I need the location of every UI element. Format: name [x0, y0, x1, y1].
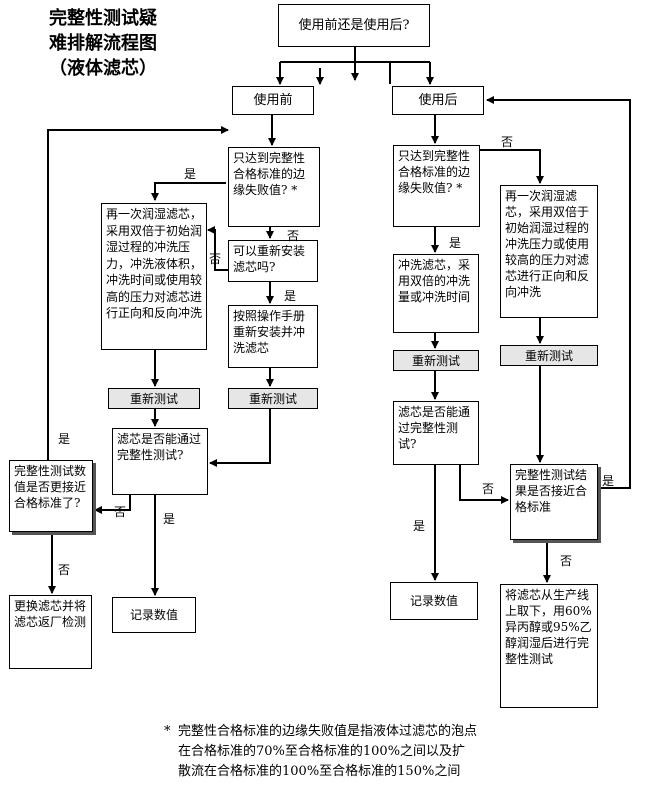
- title-line-1: 完整性测试疑: [49, 8, 157, 29]
- pre-retest-right-box: 重新测试: [228, 388, 318, 409]
- edge-post-q-no: [480, 149, 544, 184]
- pre-replace-box: 更换滤芯并将滤芯返厂检测: [9, 595, 92, 669]
- label-pass-yes: 是: [163, 512, 176, 526]
- label-post-q-no: 否: [501, 135, 514, 149]
- post-flush-box: 冲洗滤芯，采用双倍的冲洗量或冲洗时间: [393, 254, 479, 333]
- pre-margin-question-box: 只达到完整性合格标准的边缘失败值? *: [228, 147, 320, 227]
- post-record-box: 记录数值: [390, 582, 478, 620]
- label-post-close-no: 否: [560, 554, 573, 568]
- footnote-text: 完整性合格标准的边缘失败值是指液体过滤芯的泡点在合格标准的70%至合格标准的10…: [178, 724, 478, 779]
- label-post-close-yes: 是: [602, 474, 615, 488]
- post-pass-question-box: 滤芯是否能通过完整性测试?: [393, 401, 479, 465]
- title-line-3: （液体滤芯）: [49, 58, 157, 79]
- before-use-box: 使用前: [232, 86, 314, 115]
- post-rewet-box: 再一次润湿滤芯，采用双倍于初始润湿过程的冲洗压力或使用较高的压力对滤芯进行正向和…: [500, 185, 598, 318]
- edge-q-yes: [151, 182, 226, 201]
- edge-pass-no: [94, 495, 131, 514]
- label-pass-no: 否: [114, 505, 127, 519]
- edge-close-yes: [486, 96, 631, 489]
- label-pre-q-yes: 是: [184, 167, 197, 181]
- label-post-pass-no: 否: [482, 482, 495, 496]
- post-retest-left-box: 重新测试: [393, 350, 479, 371]
- label-post-q-yes: 是: [449, 236, 462, 250]
- pre-closer-question-box: 完整性测试数值是否更接近合格标准了?: [9, 460, 93, 532]
- post-close-question-box: 完整性测试结果是否接近合格标准: [510, 464, 598, 540]
- post-retest-right-box: 重新测试: [500, 345, 598, 366]
- after-use-box: 使用后: [392, 86, 484, 115]
- footnote-star: *: [164, 724, 171, 739]
- start-question-box: 使用前还是使用后?: [278, 4, 430, 47]
- label-closer-yes: 是: [58, 432, 71, 446]
- edge-pass-no: [459, 465, 509, 504]
- label-pre-q-no: 否: [287, 229, 300, 243]
- edge-retest2-pass: [209, 409, 271, 467]
- post-margin-question-box: 只达到完整性合格标准的边缘失败值? *: [393, 145, 480, 227]
- pre-reinstall-question-box: 可以重新安装滤芯吗?: [228, 240, 318, 282]
- pre-reinstall-box: 按照操作手册重新安装并冲洗滤芯: [228, 305, 318, 368]
- diagram-title: 完整性测试疑 难排解流程图 （液体滤芯）: [8, 6, 198, 81]
- post-remove-box: 将滤芯从生产线上取下，用60%异丙醇或95%乙醇润湿后进行完整性测试: [500, 584, 598, 708]
- title-line-2: 难排解流程图: [49, 33, 157, 54]
- footnote: * 完整性合格标准的边缘失败值是指液体过滤芯的泡点在合格标准的70%至合格标准的…: [164, 722, 478, 782]
- pre-record-box: 记录数值: [112, 597, 196, 633]
- label-post-pass-yes: 是: [413, 519, 426, 533]
- label-reinstall-no: 否: [209, 252, 222, 266]
- label-closer-no: 否: [58, 563, 71, 577]
- edge-reinstall-no: [207, 226, 228, 271]
- pre-pass-question-box: 滤芯是否能通过完整性测试?: [112, 428, 208, 495]
- label-reinstall-yes: 是: [284, 289, 297, 303]
- edge-closer-yes: [47, 126, 229, 460]
- pre-rewet-box: 再一次润湿滤芯，采用双倍于初始润湿过程的冲洗压力，冲洗液体积，冲洗时间或使用较高…: [101, 203, 207, 350]
- pre-retest-left-box: 重新测试: [108, 388, 200, 409]
